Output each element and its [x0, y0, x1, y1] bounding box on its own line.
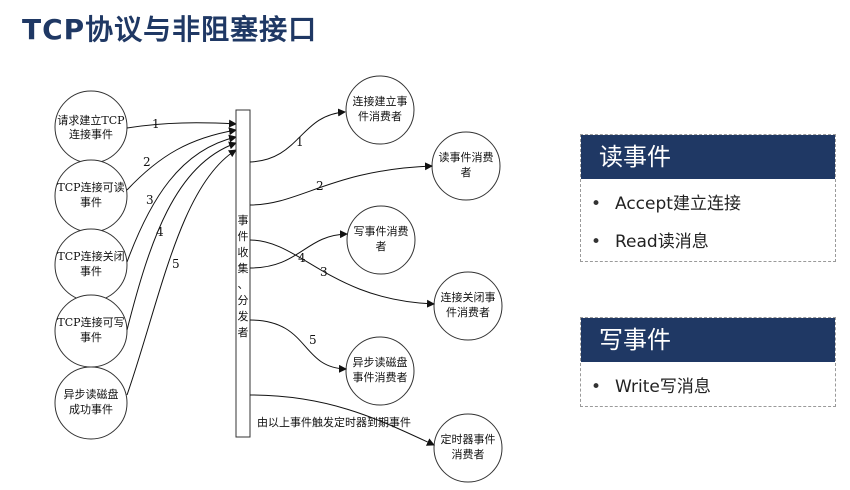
consumer-node-disk-read: 异步读磁盘 事件消费者	[345, 336, 415, 406]
source-arrow-number: 1	[152, 117, 160, 131]
read-events-header: 读事件	[581, 135, 835, 179]
collector-char: 收	[238, 245, 249, 259]
source-node-writable: TCP连接可写 事件	[54, 294, 128, 368]
source-arrow-number: 3	[146, 193, 154, 207]
source-arrow-number: 4	[156, 225, 164, 239]
bullet-icon: •	[591, 194, 602, 214]
consumer-label-line2: 事件消费者	[353, 370, 408, 384]
collector-char: 分	[238, 294, 249, 307]
source-arrow-number: 2	[143, 155, 151, 169]
list-item: • Accept建立连接	[581, 185, 835, 223]
consumer-arrow-number: 3	[320, 265, 328, 279]
list-item: • Write写消息	[581, 368, 835, 406]
consumer-node-write: 写事件消费 者	[346, 205, 416, 275]
collector-char: 者	[238, 326, 249, 339]
consumer-node-connect: 连接建立事 件消费者	[345, 75, 415, 145]
consumer-label-line2: 者	[376, 240, 387, 253]
consumer-node-timer: 定时器事件 消费者	[433, 413, 503, 483]
collector-char: 发	[238, 309, 249, 323]
source-label-line1: TCP连接可写	[57, 316, 124, 329]
bullet-icon: •	[591, 232, 602, 252]
list-item-label: Read读消息	[615, 232, 709, 252]
source-label-line2: 成功事件	[69, 403, 113, 416]
write-events-list: • Write写消息	[581, 362, 835, 406]
consumer-arrows	[249, 108, 435, 446]
consumer-label-line2: 件消费者	[446, 305, 490, 319]
read-events-panel: 读事件 • Accept建立连接 • Read读消息	[580, 134, 836, 262]
consumer-node-close: 连接关闭事 件消费者	[433, 271, 503, 341]
consumer-label-line1: 定时器事件	[441, 432, 496, 446]
consumer-label-line1: 连接建立事	[353, 94, 408, 108]
source-label-line2: 连接事件	[69, 128, 113, 141]
consumer-label-line1: 异步读磁盘	[353, 355, 408, 369]
source-label-line2: 事件	[80, 331, 102, 344]
source-label-line1: TCP连接可读	[57, 180, 124, 194]
collector-char: 件	[238, 230, 249, 243]
source-node-readable: TCP连接可读 事件	[54, 159, 128, 233]
list-item-label: Accept建立连接	[615, 194, 741, 214]
source-label-line1: 请求建立TCP	[57, 113, 125, 127]
consumer-label-line1: 写事件消费	[354, 224, 409, 238]
source-arrow-number: 5	[172, 257, 180, 271]
collector-char: 、	[238, 278, 249, 291]
write-events-header: 写事件	[581, 318, 835, 362]
source-node-disk-read: 异步读磁盘 成功事件	[54, 366, 128, 440]
source-node-close: TCP连接关闭 事件	[54, 228, 128, 302]
collector-char: 集	[238, 261, 249, 275]
consumer-node-read: 读事件消费 者	[431, 131, 501, 201]
page-title: TCP协议与非阻塞接口	[22, 13, 318, 46]
source-node-connect: 请求建立TCP 连接事件	[54, 90, 128, 164]
source-label-line1: TCP连接关闭	[57, 249, 124, 263]
consumer-arrow-number: 4	[298, 251, 306, 265]
consumer-label-line2: 消费者	[452, 447, 485, 461]
source-label-line2: 事件	[80, 265, 102, 278]
collector-char: 事	[238, 214, 249, 227]
list-item-label: Write写消息	[615, 377, 711, 397]
read-events-list: • Accept建立连接 • Read读消息	[581, 179, 835, 261]
consumer-arrow-number: 1	[296, 135, 304, 149]
source-label-line2: 事件	[80, 196, 102, 209]
consumer-label-line1: 连接关闭事	[441, 290, 496, 304]
list-item: • Read读消息	[581, 223, 835, 261]
write-events-panel: 写事件 • Write写消息	[580, 317, 836, 407]
consumer-label-line2: 者	[461, 166, 472, 179]
bullet-icon: •	[591, 377, 602, 397]
consumer-arrow-number: 2	[316, 179, 324, 193]
timer-note: 由以上事件触发定时器到期事件	[257, 415, 411, 429]
event-collector-bar: 事 件 收 集 、 分 发 者	[235, 109, 251, 438]
consumer-label-line2: 件消费者	[358, 109, 402, 123]
consumer-label-line1: 读事件消费	[439, 150, 494, 164]
consumer-arrow-number: 5	[309, 333, 317, 347]
source-label-line1: 异步读磁盘	[64, 387, 119, 401]
source-arrows	[126, 119, 237, 396]
